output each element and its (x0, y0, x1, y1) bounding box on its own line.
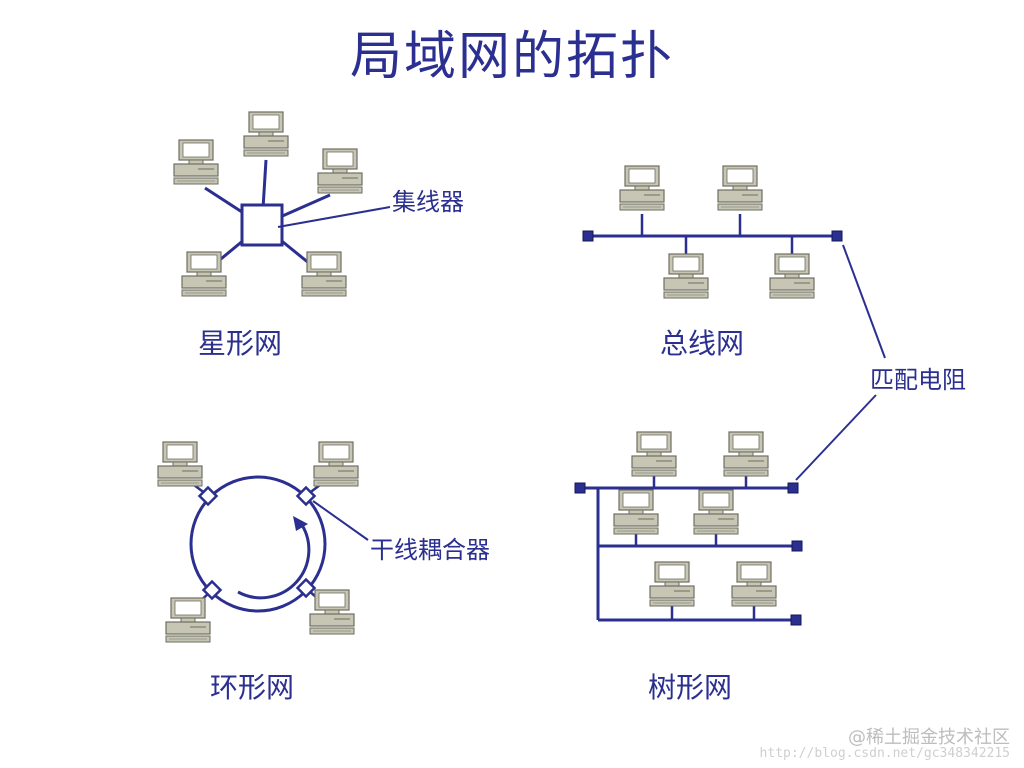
watermark: @稀土掘金技术社区 http://blog.csdn.net/gc3483422… (759, 727, 1010, 762)
terminator-icon (582, 230, 594, 242)
computer-icon (165, 597, 211, 643)
hub-callout: 集线器 (392, 188, 464, 216)
computer-icon (649, 561, 695, 607)
star-topology-label: 星形网 (198, 327, 283, 360)
star-topology (173, 111, 391, 297)
computer-icon (313, 441, 359, 487)
terminator-icon (831, 230, 843, 242)
ring-arrow-icon (293, 516, 308, 531)
computer-icon (769, 253, 815, 299)
tree-topology-label: 树形网 (648, 671, 733, 704)
computer-icon (693, 489, 739, 535)
computer-icon (619, 165, 665, 211)
computer-icon (631, 431, 677, 477)
page-title: 局域网的拓扑 (349, 27, 674, 87)
computer-icon (157, 441, 203, 487)
computer-icon (181, 251, 227, 297)
computer-icon (317, 148, 363, 194)
ring-topology (157, 441, 369, 643)
computer-icon (723, 431, 769, 477)
coupler-callout: 干线耦合器 (370, 536, 490, 564)
computer-icon (717, 165, 763, 211)
computer-icon (173, 139, 219, 185)
computer-icon (731, 561, 777, 607)
coupler-icon (197, 485, 317, 601)
computer-icon (301, 251, 347, 297)
terminator-icon (787, 482, 799, 494)
bus-topology-label: 总线网 (660, 327, 745, 360)
computer-icon (613, 489, 659, 535)
terminator-icon (791, 540, 803, 552)
terminator-icon (574, 482, 586, 494)
hub-icon (240, 203, 284, 247)
computer-icon (243, 111, 289, 157)
computer-icon (663, 253, 709, 299)
computer-icon (309, 589, 355, 635)
ring-topology-label: 环形网 (210, 671, 295, 704)
terminator-icon (790, 614, 802, 626)
watermark-url: http://blog.csdn.net/gc348342215 (759, 746, 1010, 761)
tree-topology (574, 431, 803, 626)
bus-topology (582, 165, 843, 299)
watermark-brand: @稀土掘金技术社区 (848, 727, 1010, 748)
terminator-callout: 匹配电阻 (870, 366, 966, 394)
